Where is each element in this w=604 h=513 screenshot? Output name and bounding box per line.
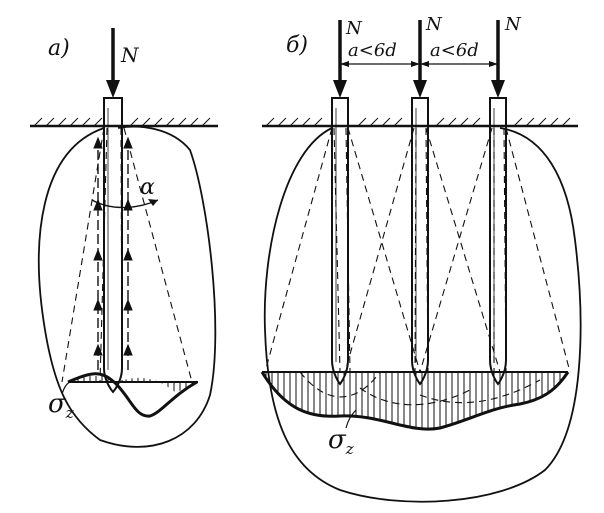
stress-label-b: σz [328,425,354,458]
load-arrow-a [106,28,120,98]
load-label-b-1: N [345,18,363,39]
stress-label-a: σz [48,389,74,422]
figure-a: а) [30,28,218,448]
spread-lines-b [264,127,571,373]
ground-surface-b [262,117,578,128]
spacing-label-b-2: a<6d [430,40,479,61]
pile-b-3 [489,97,507,386]
stress-bulb-b [263,127,582,503]
pile-b-2 [411,97,429,386]
individual-epures-b [299,371,541,406]
figure-b-label: б) [286,33,308,58]
pile-a [103,97,123,394]
ground-surface-a [30,117,218,128]
stress-epure-b [260,371,570,431]
load-label-a: N [120,43,140,67]
figure-b: б) [260,14,582,503]
stress-bulb-a [37,125,217,448]
spacing-label-b-1: a<6d [348,40,397,61]
pile-b-1 [331,97,349,386]
load-label-b-2: N [425,14,443,35]
figure-a-label: а) [48,36,70,61]
pile-group-b [331,97,507,386]
friction-arrows-a [93,136,133,370]
spacing-dimension-b [340,61,498,67]
load-label-b-3: N [504,14,522,35]
angle-label: α [140,175,155,200]
load-arrows-b [333,20,505,98]
stress-epure-a [67,372,198,418]
